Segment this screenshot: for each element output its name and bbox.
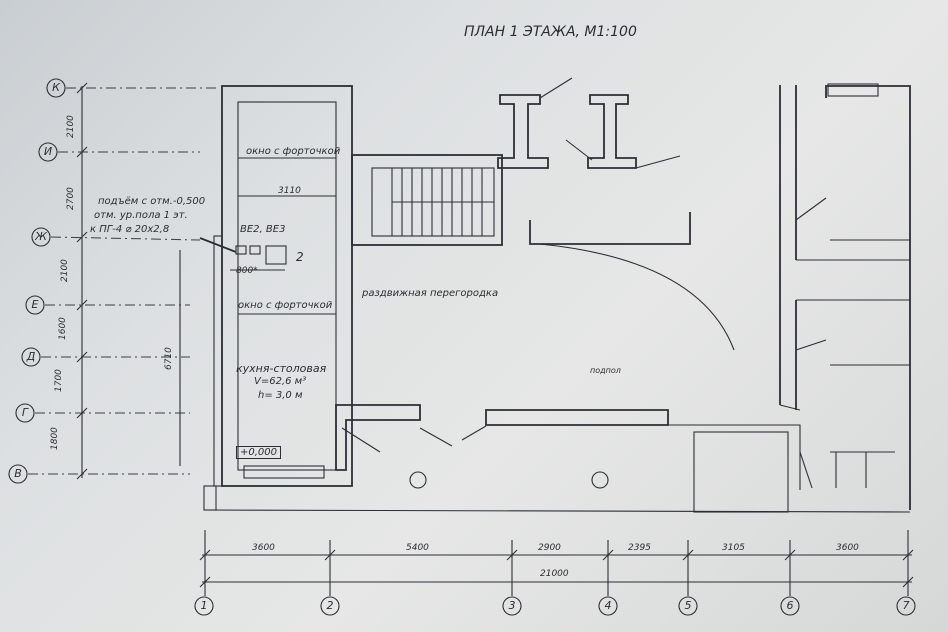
row-dim-1: 2100 — [66, 115, 76, 138]
col-axis-7: 7 — [902, 599, 910, 612]
col-dim-4: 2395 — [628, 543, 651, 553]
col-axis-6: 6 — [786, 599, 794, 612]
row-dim-2: 2700 — [66, 187, 76, 210]
axis-circle-K — [46, 78, 66, 98]
note-width-3110: 3110 — [278, 186, 301, 196]
axis-label-Zh: Ж — [35, 230, 47, 243]
axis-circle-G — [15, 403, 35, 423]
note-riser-1: подъём с отм.-0,500 — [98, 196, 206, 207]
col-dim-2: 5400 — [406, 543, 429, 553]
axis-label-I: И — [43, 145, 53, 158]
axis-circle-D — [21, 347, 41, 367]
note-window-vent-1: окно с форточкой — [246, 146, 341, 157]
col-dim-6: 3600 — [836, 543, 859, 553]
note-marker-2: 2 — [296, 250, 304, 264]
note-sliding-partition: раздвижная перегородка — [362, 288, 499, 299]
hall-label: подпол — [590, 366, 621, 375]
drawing-title: ПЛАН 1 ЭТАЖА, М1:100 — [464, 24, 637, 40]
col-dim-3: 2900 — [538, 543, 561, 553]
col-axis-4: 4 — [604, 599, 612, 612]
note-riser-2: отм. ур.пола 1 эт. — [94, 210, 188, 221]
row-dim-3: 2100 — [60, 259, 70, 282]
vertical-dim-6710: 6710 — [164, 347, 174, 370]
col-axis-5: 5 — [684, 599, 692, 612]
row-dim-4: 1600 — [58, 317, 68, 340]
col-dim-5: 3105 — [722, 543, 745, 553]
axis-label-D: Д — [26, 350, 36, 363]
note-window-vent-2: окно с форточкой — [238, 300, 333, 311]
row-dim-6: 1800 — [50, 427, 60, 450]
col-axis-1: 1 — [200, 599, 208, 612]
axis-circle-Zh — [31, 227, 51, 247]
row-dim-5: 1700 — [54, 369, 64, 392]
col-axis-3: 3 — [508, 599, 516, 612]
col-axis-2: 2 — [326, 599, 334, 612]
col-dim-1: 3600 — [252, 543, 275, 553]
total-dim: 21000 — [540, 569, 569, 579]
axis-circle-I — [38, 142, 58, 162]
axis-label-V: В — [14, 467, 22, 480]
room-volume: V=62,6 м³ — [254, 376, 307, 387]
axis-circle-E — [25, 295, 45, 315]
note-riser-3: к ПГ-4 ⌀ 20х2,8 — [90, 224, 170, 235]
axis-label-G: Г — [21, 406, 29, 419]
room-height: h= 3,0 м — [258, 390, 303, 401]
axis-label-K: К — [52, 81, 60, 94]
note-dim-800: 800* — [236, 266, 258, 276]
axis-circle-V — [8, 464, 28, 484]
axis-label-E: Е — [31, 298, 39, 311]
level-mark: +0,000 — [236, 446, 282, 459]
room-name: кухня-столовая — [236, 362, 327, 375]
note-ve: ВЕ2, ВЕ3 — [240, 224, 286, 235]
